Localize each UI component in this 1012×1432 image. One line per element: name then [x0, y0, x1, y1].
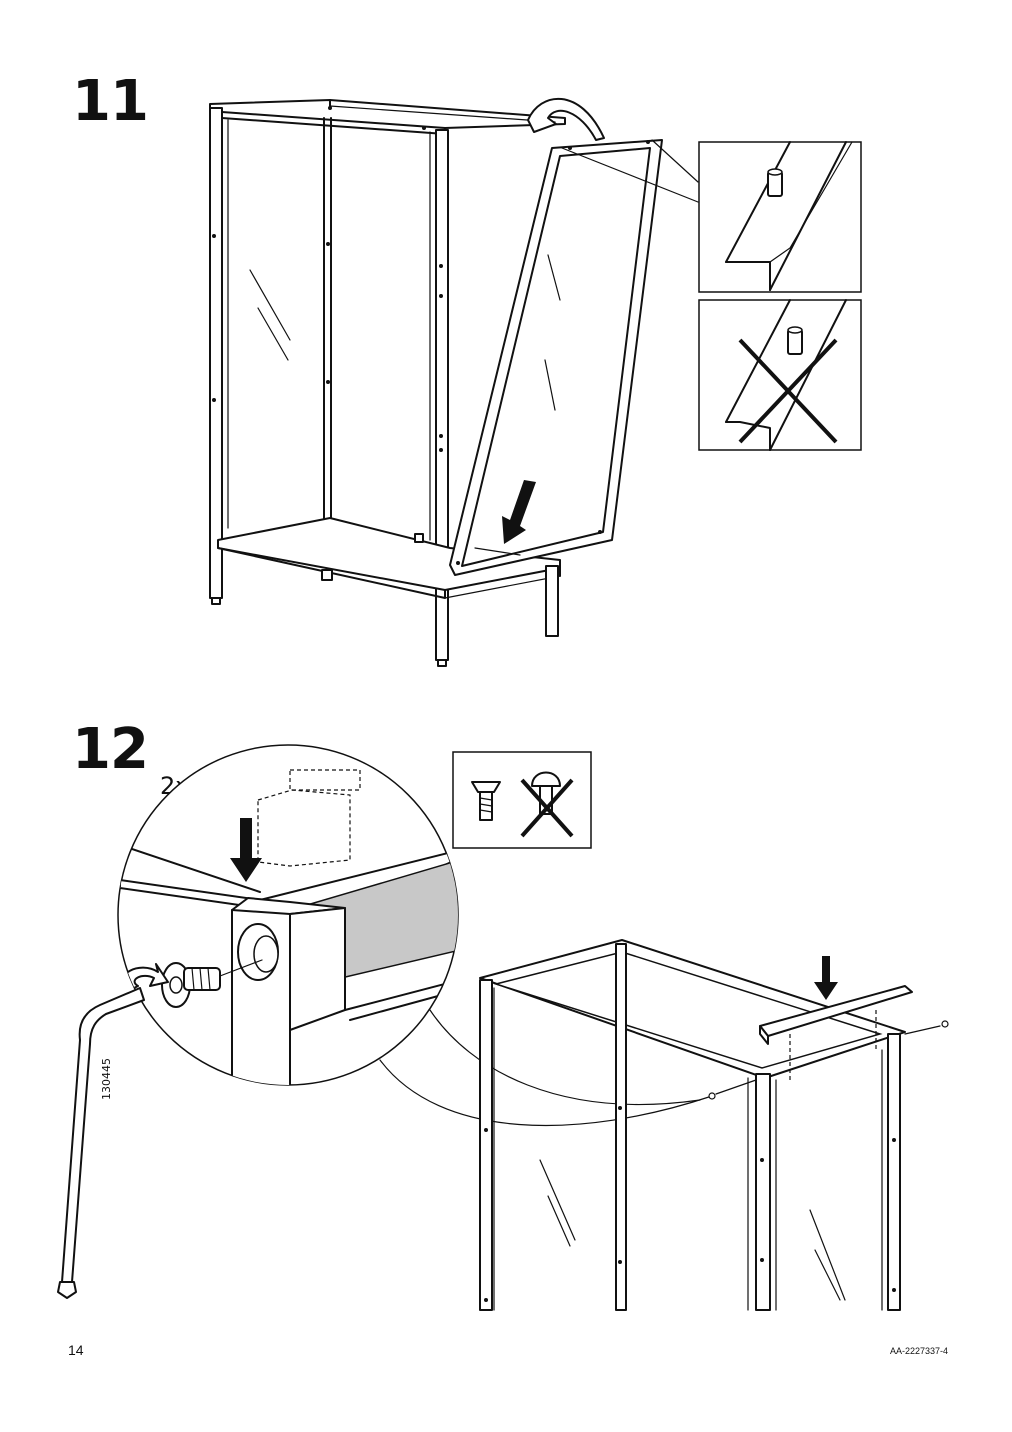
detail-magnifier-circle	[117, 744, 459, 1086]
step-number-12: 12	[72, 717, 149, 782]
screw-type-box	[452, 751, 592, 849]
document-code: AA-2227337-4	[889, 1346, 948, 1356]
cabinet-frame-step12	[479, 939, 949, 1311]
glass-door-panel	[449, 139, 663, 576]
down-arrow-icon-step11	[502, 480, 536, 544]
page-number: 14	[68, 1342, 84, 1358]
correct-orientation-detail	[698, 141, 862, 293]
allen-key	[57, 987, 145, 1299]
step-number-11: 11	[72, 69, 149, 134]
incorrect-orientation-detail	[698, 299, 862, 451]
rotate-arrow-icon	[527, 98, 605, 141]
cabinet-frame-step11	[209, 99, 566, 667]
